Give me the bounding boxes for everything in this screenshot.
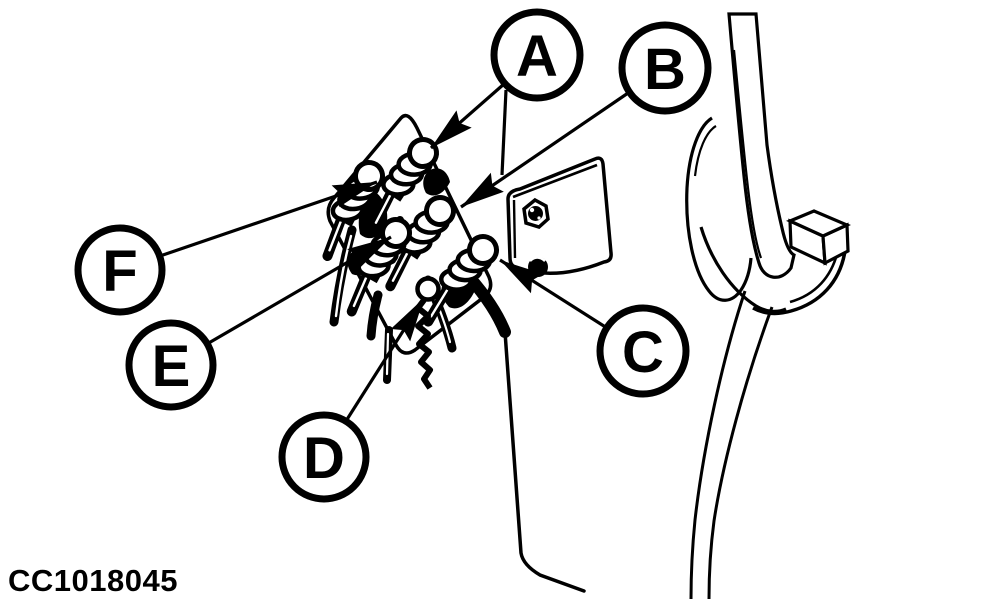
- hook-band-outer: [752, 250, 847, 316]
- frame-arm: [685, 12, 851, 599]
- hook-left-edge: [699, 226, 787, 313]
- arm-loop-opening: [685, 116, 753, 302]
- hook-lower-curve-outer: [707, 306, 774, 599]
- block-top-face: [785, 209, 851, 238]
- shadow-blob-1: [423, 168, 450, 196]
- bolt-top-head: [528, 206, 543, 221]
- arrowhead-c: [500, 260, 544, 294]
- bolt-top-glint-1: [529, 207, 535, 213]
- mounting-plate: [506, 156, 613, 277]
- plate-left-chamfer: [512, 199, 517, 259]
- fitting-d-spring: [415, 298, 433, 390]
- leader-line-a: [500, 89, 508, 176]
- couplers: [322, 131, 500, 390]
- callout-letter-a: A: [516, 24, 558, 89]
- bolt-bottom-glint: [529, 256, 546, 262]
- wire-long: [503, 330, 586, 593]
- leader-line-f: [159, 180, 378, 258]
- bolt-top-glint-2: [537, 216, 541, 220]
- callout-letter-f: F: [102, 239, 137, 304]
- arrowhead-a: [431, 110, 472, 148]
- arrowhead-d: [390, 298, 424, 342]
- callout-circle-a: [490, 8, 584, 102]
- callout-letter-b: B: [644, 37, 686, 102]
- callouts-layer: A B C D EF: [74, 8, 712, 503]
- callout-letter-e: E: [152, 334, 191, 399]
- hook-end-block: [785, 209, 851, 266]
- figure-id-code: CC1018045: [8, 563, 178, 598]
- arrowhead-e: [347, 237, 391, 270]
- fitting-d: [415, 276, 441, 390]
- callout-circle-e: [125, 319, 217, 411]
- arrowhead-f: [331, 182, 377, 208]
- hose-e: [366, 290, 383, 341]
- plate-top-chamfer: [512, 163, 598, 199]
- bolt-top: [522, 197, 550, 229]
- hook-lower-curve-inner: [689, 290, 747, 599]
- hose-c-elbow: [464, 272, 511, 338]
- arm-bar: [727, 12, 796, 279]
- callout-letter-d: D: [303, 426, 345, 491]
- callout-circle-d: [278, 411, 370, 503]
- callout-circle-c: [596, 304, 690, 398]
- arrowhead-b: [461, 172, 504, 207]
- callout-circle-f: [74, 224, 166, 316]
- plate-face: [506, 156, 613, 276]
- arm-bar-inner-edge: [732, 49, 763, 259]
- arm-loop-inner-edge: [693, 125, 717, 177]
- fitting-d-ball-shade: [417, 293, 438, 302]
- callout-circle-b: [618, 21, 712, 115]
- callout-letter-c: C: [622, 320, 664, 385]
- hose-f-highlight: [334, 234, 353, 318]
